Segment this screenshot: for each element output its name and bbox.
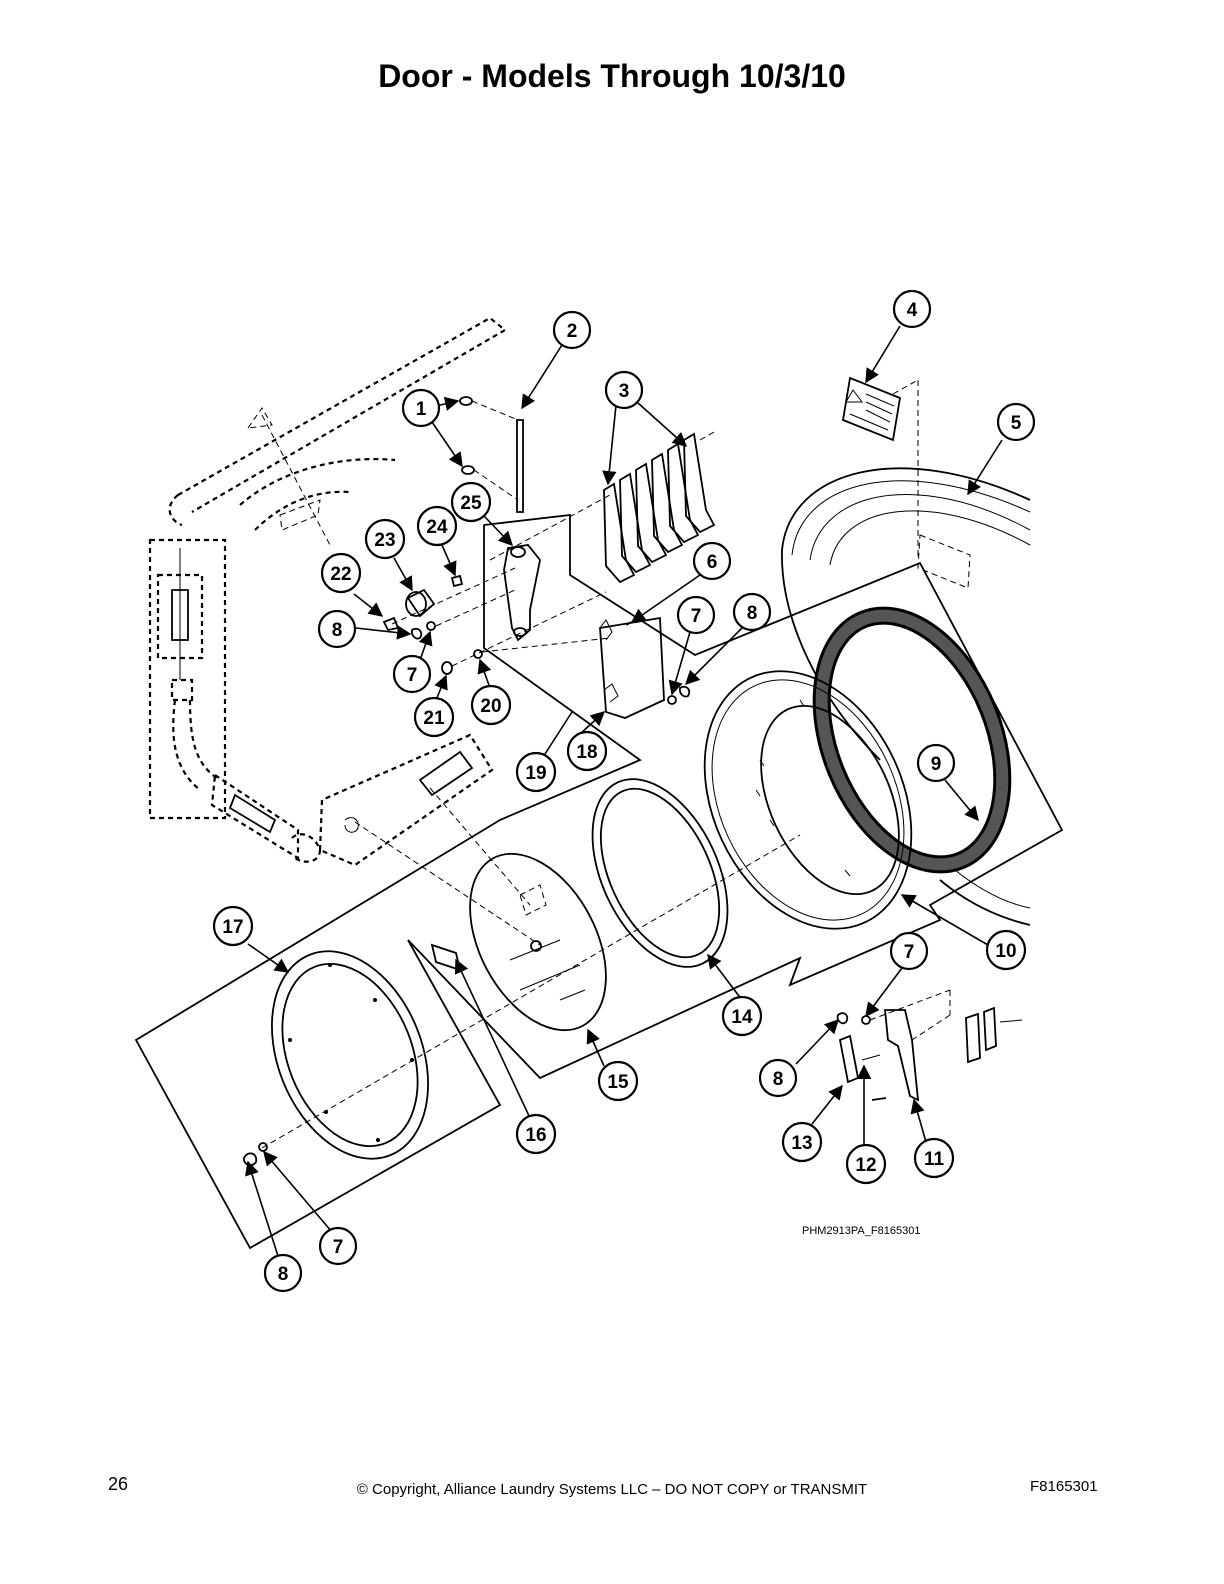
door-label bbox=[430, 943, 462, 972]
svg-text:9: 9 bbox=[931, 754, 942, 775]
callout-2: 2 bbox=[552, 310, 592, 350]
callout-1: 1 bbox=[401, 388, 441, 428]
page-title: Door - Models Through 10/3/10 bbox=[378, 58, 846, 94]
svg-text:23: 23 bbox=[374, 530, 395, 551]
hinge-pin bbox=[516, 419, 524, 513]
door-glass bbox=[469, 852, 607, 1032]
svg-text:19: 19 bbox=[525, 763, 546, 784]
svg-text:3: 3 bbox=[619, 381, 630, 402]
copyright-notice: © Copyright, Alliance Laundry Systems LL… bbox=[356, 1481, 868, 1498]
door-ring bbox=[703, 670, 913, 930]
svg-text:16: 16 bbox=[525, 1125, 546, 1146]
callout-10: 10 bbox=[985, 929, 1027, 971]
svg-text:15: 15 bbox=[607, 1072, 629, 1093]
svg-text:8: 8 bbox=[278, 1264, 289, 1285]
callout-18: 18 bbox=[566, 730, 608, 772]
svg-text:4: 4 bbox=[907, 300, 918, 321]
callout-13: 13 bbox=[781, 1121, 823, 1163]
document-number: F8165301 bbox=[1030, 1478, 1098, 1495]
svg-text:8: 8 bbox=[332, 620, 343, 641]
svg-text:6: 6 bbox=[707, 552, 718, 573]
callout-23: 23 bbox=[364, 518, 406, 560]
callout-20: 20 bbox=[470, 684, 512, 726]
callout-17: 17 bbox=[212, 905, 254, 947]
warning-label bbox=[841, 376, 919, 560]
hinge-bracket bbox=[503, 544, 541, 642]
hinge-hardware bbox=[382, 567, 611, 675]
callout-7: 7 bbox=[318, 1226, 358, 1266]
callout-25: 25 bbox=[450, 481, 492, 523]
reference-plumbing bbox=[148, 316, 541, 946]
callout-19: 19 bbox=[515, 751, 557, 793]
svg-text:8: 8 bbox=[747, 603, 758, 624]
svg-text:17: 17 bbox=[222, 917, 243, 938]
svg-text:11: 11 bbox=[924, 1149, 945, 1170]
callout-5: 5 bbox=[996, 402, 1036, 442]
callout-3: 3 bbox=[604, 370, 644, 410]
svg-text:2: 2 bbox=[567, 321, 578, 342]
svg-text:25: 25 bbox=[460, 493, 482, 514]
svg-text:7: 7 bbox=[904, 942, 915, 963]
svg-text:10: 10 bbox=[995, 941, 1016, 962]
svg-text:5: 5 bbox=[1011, 413, 1022, 434]
callout-6: 6 bbox=[692, 541, 732, 581]
callout-12: 12 bbox=[845, 1143, 887, 1185]
svg-text:7: 7 bbox=[691, 606, 702, 627]
callout-7: 7 bbox=[392, 654, 432, 694]
door-gasket bbox=[812, 606, 1012, 874]
callout-9: 9 bbox=[916, 743, 956, 783]
svg-text:21: 21 bbox=[423, 708, 445, 729]
callout-8: 8 bbox=[732, 592, 772, 632]
glass-retainer-ring bbox=[591, 778, 729, 968]
callout-7: 7 bbox=[676, 595, 716, 635]
callout-24: 24 bbox=[416, 505, 458, 547]
hinge-panel-outline bbox=[134, 513, 1064, 1250]
callout-21: 21 bbox=[413, 696, 455, 738]
svg-text:7: 7 bbox=[407, 665, 418, 686]
callout-8: 8 bbox=[263, 1253, 303, 1293]
svg-text:8: 8 bbox=[773, 1069, 784, 1090]
svg-text:13: 13 bbox=[791, 1133, 812, 1154]
svg-text:20: 20 bbox=[480, 696, 501, 717]
svg-text:18: 18 bbox=[576, 742, 597, 763]
callout-22: 22 bbox=[320, 552, 362, 594]
door-handle bbox=[836, 989, 1023, 1102]
callout-15: 15 bbox=[597, 1060, 639, 1102]
figure-id: PHM2913PA_F8165301 bbox=[802, 1225, 920, 1237]
svg-text:1: 1 bbox=[416, 399, 427, 420]
leader-lines bbox=[245, 325, 1003, 1257]
callout-8: 8 bbox=[317, 609, 357, 649]
page-number: 26 bbox=[108, 1474, 129, 1494]
svg-text:12: 12 bbox=[855, 1155, 876, 1176]
svg-text:14: 14 bbox=[731, 1007, 753, 1028]
exploded-parts-diagram: 1 2 3 4 5 6 7 8 9 10 11 12 13 14 15 16 1… bbox=[134, 289, 1064, 1293]
callout-16: 16 bbox=[515, 1113, 557, 1155]
callout-14: 14 bbox=[721, 995, 763, 1037]
callout-8: 8 bbox=[758, 1058, 798, 1098]
svg-text:22: 22 bbox=[330, 564, 351, 585]
washers bbox=[459, 396, 519, 501]
svg-text:7: 7 bbox=[333, 1237, 344, 1258]
callout-7: 7 bbox=[889, 931, 929, 971]
callout-4: 4 bbox=[892, 289, 932, 329]
hinge-plate bbox=[599, 616, 691, 719]
callout-11: 11 bbox=[913, 1137, 955, 1179]
svg-text:24: 24 bbox=[426, 517, 448, 538]
